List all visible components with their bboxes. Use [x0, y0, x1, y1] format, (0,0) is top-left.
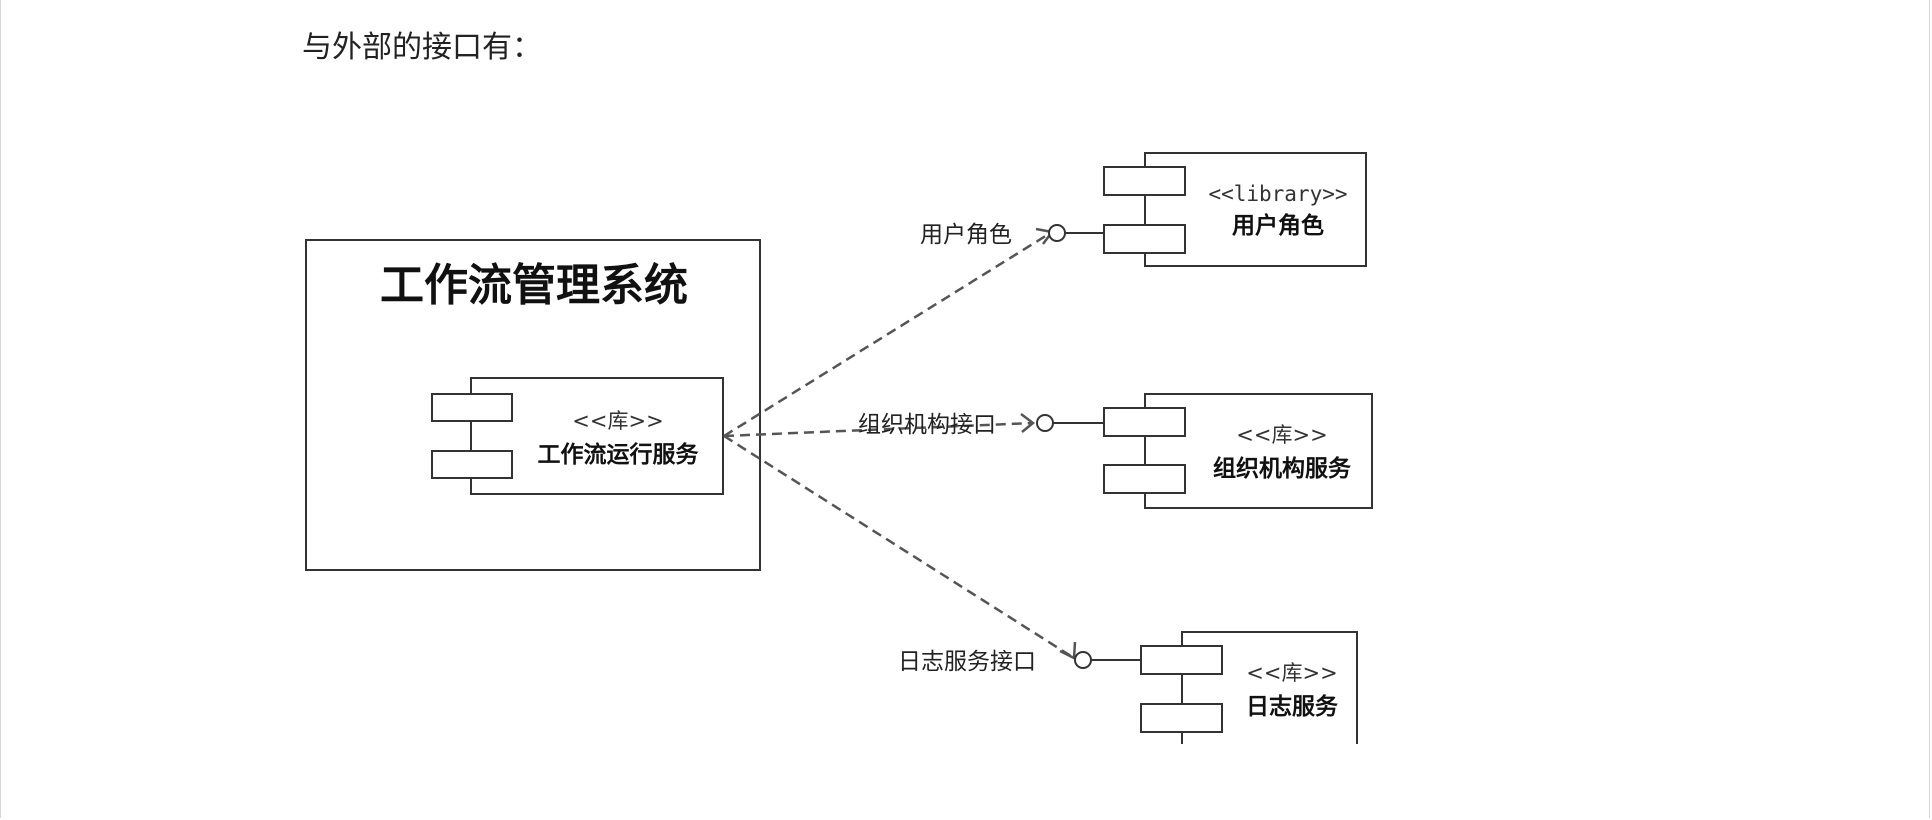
component-port-bottom	[431, 450, 513, 479]
stereotype-log: <<库>>	[1246, 661, 1337, 685]
external-component-user-role: 用户角色 <<library>> 用户角色	[920, 152, 1367, 267]
component-name-log: 日志服务	[1246, 694, 1339, 720]
intro-text: 与外部的接口有：	[302, 30, 542, 65]
interface-lollipop-log	[1074, 651, 1092, 669]
component-name-user-role: 用户角色	[1232, 212, 1324, 239]
component-name: 工作流运行服务	[538, 441, 700, 468]
component-port-top	[431, 393, 513, 422]
dependency-arrows	[723, 227, 1077, 660]
interface-label-log: 日志服务接口	[898, 649, 1036, 675]
component-stereotype: <<库>>	[572, 409, 663, 433]
interface-label-org: 组织机构接口	[858, 412, 996, 438]
arrowhead-org	[1020, 413, 1036, 433]
dependency-org	[723, 421, 1034, 438]
arrowhead-log	[1059, 641, 1077, 660]
stereotype-org: <<库>>	[1236, 423, 1327, 447]
dependency-user-role	[723, 230, 1053, 438]
stereotype-user-role: <<library>>	[1208, 182, 1347, 206]
system-boundary: 工作流管理系统	[305, 239, 761, 571]
external-component-org-service: 组织机构接口 <<库>> 组织机构服务	[858, 393, 1373, 509]
component-workflow-runtime: <<库>> 工作流运行服务	[431, 377, 724, 495]
external-component-log-service: 日志服务接口 <<库>> 日志服务	[898, 631, 1358, 744]
interface-lollipop-org	[1036, 414, 1054, 432]
system-title: 工作流管理系统	[380, 260, 688, 311]
interface-label-user-role: 用户角色	[920, 222, 1012, 248]
dependency-log	[723, 434, 1075, 660]
component-name-org: 组织机构服务	[1213, 455, 1352, 482]
interface-lollipop-user-role	[1048, 224, 1066, 242]
